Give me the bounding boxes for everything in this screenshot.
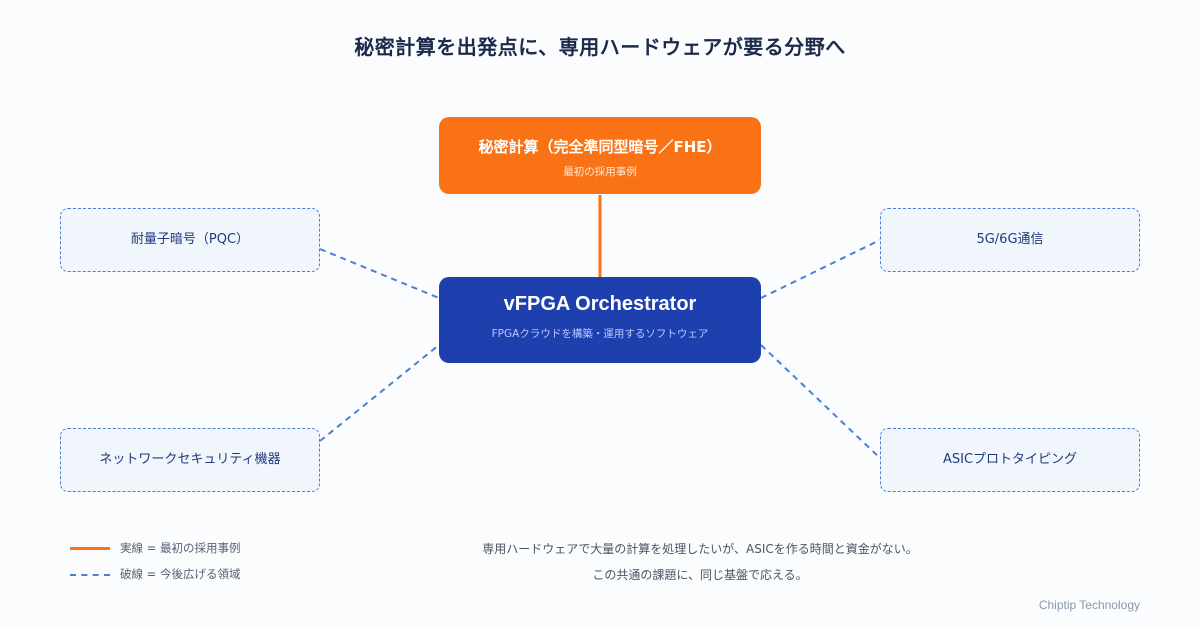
dashed-connector-top-left: [319, 248, 440, 299]
domain-node-pqc: 耐量子暗号（PQC）: [60, 208, 320, 272]
top-node-fhe: 秘密計算（完全準同型暗号／FHE） 最初の採用事例: [439, 117, 761, 194]
legend-dashed-label: 破線 = 今後広げる領域: [120, 567, 241, 581]
domain-node-asic-prototyping: ASICプロトタイピング: [880, 428, 1140, 492]
legend-solid-label: 実線 = 最初の採用事例: [120, 541, 241, 555]
dashed-connector-bottom-left: [319, 344, 440, 442]
legend-solid-swatch: [70, 547, 110, 550]
domain-node-network-security: ネットワークセキュリティ機器: [60, 428, 320, 492]
top-node-sublabel: 最初の採用事例: [563, 166, 637, 178]
credit-text: Chiptip Technology: [1038, 598, 1140, 612]
center-node-sublabel: FPGAクラウドを構築・運用するソフトウェア: [491, 328, 709, 340]
center-node-orchestrator: vFPGA Orchestrator FPGAクラウドを構築・運用するソフトウェ…: [439, 277, 761, 363]
dashed-connector-top-right: [760, 239, 881, 299]
legend-dashed: 破線 = 今後広げる領域: [70, 566, 240, 582]
page-title: 秘密計算を出発点に、専用ハードウェアが要る分野へ: [354, 35, 846, 59]
legend-solid: 実線 = 最初の採用事例: [70, 540, 240, 556]
message-line-1: 専用ハードウェアで大量の計算を処理したいが、ASICを作る時間と資金がない。: [482, 542, 918, 556]
dashed-connector-bottom-right: [760, 344, 881, 459]
domain-node-5g6g: 5G/6G通信: [880, 208, 1140, 272]
legend-dashed-swatch: [70, 573, 110, 576]
center-node-label: vFPGA Orchestrator: [503, 293, 697, 315]
message-line-2: この共通の課題に、同じ基盤で応える。: [592, 568, 808, 582]
top-node-label: 秘密計算（完全準同型暗号／FHE）: [478, 138, 722, 156]
